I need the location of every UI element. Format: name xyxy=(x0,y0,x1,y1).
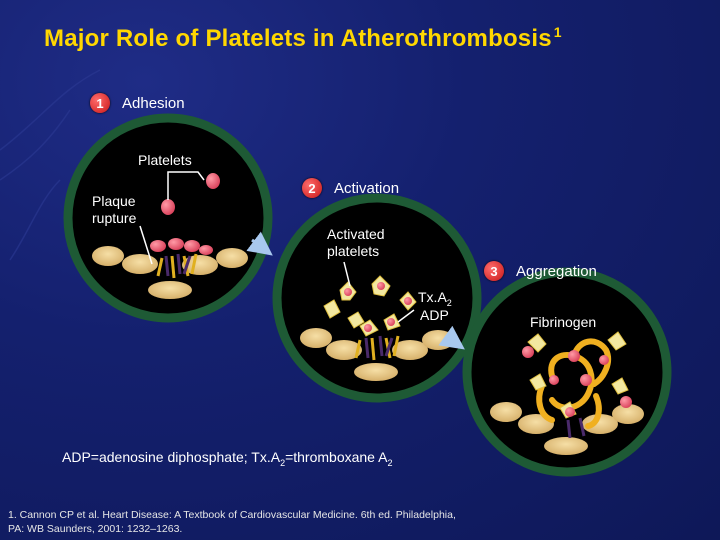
activation-circle xyxy=(272,193,482,403)
background-vessel-lines xyxy=(0,69,101,261)
endothelial-cells-3 xyxy=(490,402,644,455)
txa2-label: Tx.A2 xyxy=(418,289,452,312)
adhered-platelets xyxy=(150,238,213,255)
aggregation-platelet-cores xyxy=(522,346,632,417)
pointer-lines xyxy=(139,171,205,265)
abbreviations-footnote: ADP=adenosine diphosphate; Tx.A2=thrombo… xyxy=(62,449,392,468)
abbrev-part-2: =thromboxane A xyxy=(285,449,388,465)
fibrinogen-label: Fibrinogen xyxy=(530,314,597,330)
step-2: 2 Activation xyxy=(302,178,399,198)
abbrev-sub-2: 2 xyxy=(387,457,393,468)
step-2-badge: 2 xyxy=(302,178,322,198)
step-1-badge: 1 xyxy=(90,93,110,113)
txa2-label-subscript: 2 xyxy=(446,297,452,308)
adp-label: ADP xyxy=(420,307,449,323)
platelets-label: Platelets xyxy=(138,152,192,168)
endothelial-cells-2 xyxy=(300,328,454,381)
title-reference-superscript: 1 xyxy=(553,24,562,40)
collagen-fibers-3 xyxy=(566,417,586,439)
adhesion-circle xyxy=(63,113,273,323)
plaque-rupture-label: Plaque rupture xyxy=(92,193,137,226)
step-3: 3 Aggregation xyxy=(484,261,597,281)
pointer-lines-2 xyxy=(343,261,415,323)
aggregation-circle xyxy=(462,267,672,477)
abbrev-sub-1: 2 xyxy=(280,457,286,468)
step-1: 1 Adhesion xyxy=(90,93,185,113)
abbrev-part-1: ADP=adenosine diphosphate; Tx.A xyxy=(62,449,281,465)
arrow-2-to-3 xyxy=(438,325,465,350)
endothelial-cells xyxy=(92,246,248,299)
activated-platelet-cores xyxy=(344,282,412,332)
collagen-fibers-dark xyxy=(164,253,192,277)
arrow-1-to-2 xyxy=(246,231,273,256)
circulating-platelets xyxy=(161,173,220,215)
step-2-label: Activation xyxy=(334,179,400,197)
slide-title-text: Major Role of Platelets in Atherothrombo… xyxy=(44,25,552,52)
step-1-label: Adhesion xyxy=(122,94,185,112)
reference-footnote: 1. Cannon CP et al. Heart Disease: A Tex… xyxy=(8,509,456,535)
activated-platelets-label: Activated platelets xyxy=(327,226,385,259)
slide-title: Major Role of Platelets in Atherothrombo… xyxy=(44,24,562,53)
transition-arrows xyxy=(246,231,465,350)
step-3-badge: 3 xyxy=(484,261,504,281)
collagen-fibers-dark-2 xyxy=(364,335,394,359)
step-3-label: Aggregation xyxy=(516,262,597,280)
txa2-label-text: Tx.A xyxy=(418,289,447,305)
collagen-fibers-2 xyxy=(354,335,400,361)
